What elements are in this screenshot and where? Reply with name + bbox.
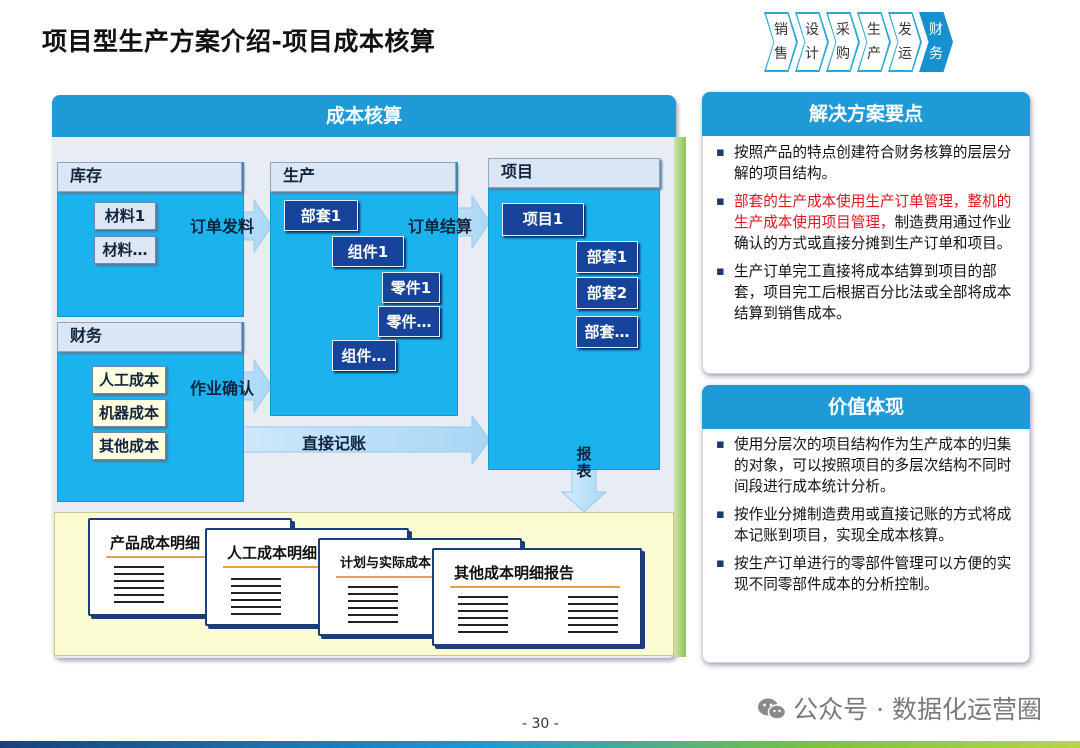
watermark: 公众号 · 数据化运营圈 [757,690,1042,728]
solution-item: 生产订单完工直接将成本结算到项目的部套，项目完工后根据百分比法或全部将成本结算到… [712,261,1022,324]
other-cost-item: 其他成本 [92,432,166,460]
cost-diagram-header: 成本核算 [52,95,676,137]
report-label: 报表 [576,445,592,480]
order-issue-label: 订单发料 [190,217,255,236]
panel-accent [674,137,686,657]
bottom-color-bar [0,741,1080,748]
machine-cost-item: 机器成本 [92,399,166,427]
inventory-header: 库存 [57,162,242,192]
project-kit-2: 部套2 [576,277,638,309]
production-header: 生产 [270,162,456,192]
value-item: 使用分层次的项目结构作为生产成本的归集的对象，可以按照项目的多层次结构不同时间段… [712,434,1022,497]
report-title: 计划与实际成本 [340,556,432,571]
activity-confirm-label: 作业确认 [190,379,255,398]
finance-header: 财务 [57,322,242,352]
report-other-cost: 其他成本明细报告 [432,548,642,648]
solution-list: 按照产品的特点创建符合财务核算的层层分解的项目结构。 部套的生产成本使用生产订单… [712,142,1022,331]
wechat-icon [757,696,787,728]
solution-item: 部套的生产成本使用生产订单管理，整机的生产成本使用项目管理，制造费用通过作业确认… [712,191,1022,254]
solution-item: 按照产品的特点创建符合财务核算的层层分解的项目结构。 [712,142,1022,184]
value-list: 使用分层次的项目结构作为生产成本的归集的对象，可以按照项目的多层次结构不同时间段… [712,434,1022,602]
order-settle-label: 订单结算 [408,217,473,236]
project-kit-1: 部套1 [576,241,638,273]
solution-header: 解决方案要点 [702,92,1030,136]
report-title: 人工成本明细 [227,544,318,562]
production-assembly-1: 组件1 [332,236,404,267]
project-1: 项目1 [502,203,584,236]
page-title: 项目型生产方案介绍-项目成本核算 [42,27,436,56]
production-part-more: 零件… [378,306,440,337]
material-item-more: 材料… [94,236,156,264]
report-title: 其他成本明细报告 [454,564,575,582]
production-kit-1: 部套1 [284,200,358,231]
project-kit-more: 部套… [576,316,638,348]
production-assembly-more: 组件… [332,340,396,371]
value-header: 价值体现 [702,385,1030,429]
value-item: 按生产订单进行的零部件管理可以方便的实现不同零部件成本的分析控制。 [712,553,1022,595]
direct-post-label: 直接记账 [302,434,367,453]
value-item: 按作业分摊制造费用或直接记账的方式将成本记账到项目，实现全成本核算。 [712,504,1022,546]
material-item-1: 材料1 [94,202,156,230]
production-part-1: 零件1 [382,272,440,303]
labor-cost-item: 人工成本 [92,366,166,394]
page-number: - 30 - [522,716,559,732]
report-title: 产品成本明细 [110,534,201,552]
project-header: 项目 [488,158,660,188]
